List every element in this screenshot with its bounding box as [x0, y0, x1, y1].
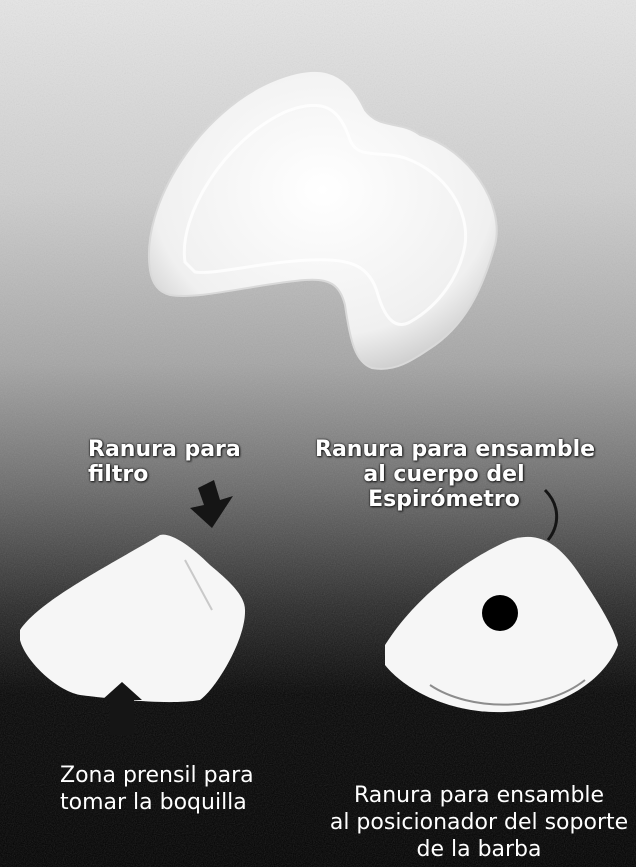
down-arrow-icon: [190, 480, 233, 528]
filter-groove-label-line-1: Ranura para: [88, 437, 241, 462]
chin-groove-label-line-1: Ranura para ensamble: [326, 782, 632, 809]
grip-zone-label-line-2: tomar la boquilla: [60, 789, 254, 816]
chin-groove-label: Ranura para ensamble al posicionador del…: [326, 782, 632, 863]
body-groove-label-line-3: Espirómetro: [315, 487, 573, 512]
grip-zone-label-line-1: Zona prensil para: [60, 762, 254, 789]
center-hole: [482, 595, 518, 631]
body-groove-label-line-1: Ranura para ensamble: [315, 437, 573, 462]
filter-groove-label: Ranura para filtro: [88, 437, 241, 487]
chin-groove-label-line-2: al posicionador del soporte: [326, 809, 632, 836]
body-groove-label: Ranura para ensamble al cuerpo del Espir…: [315, 437, 573, 512]
grip-zone-label: Zona prensil para tomar la boquilla: [60, 762, 254, 816]
body-groove-label-line-2: al cuerpo del: [315, 462, 573, 487]
filter-groove-label-line-2: filtro: [88, 462, 241, 487]
filter-groove-part: [20, 535, 245, 703]
mouthpiece-body: [149, 71, 497, 369]
chin-groove-label-line-3: de la barba: [326, 836, 632, 863]
